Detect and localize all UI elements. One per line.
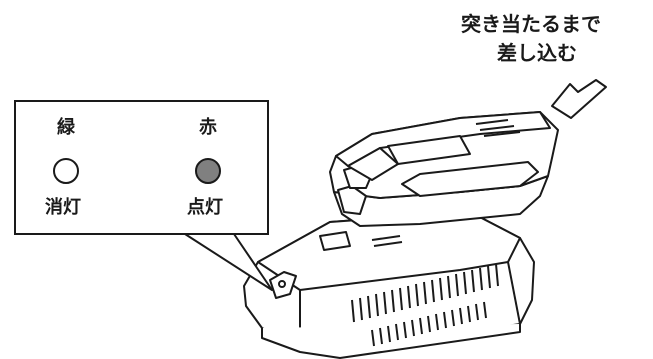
red-lamp-icon bbox=[195, 158, 221, 184]
callout-leader bbox=[184, 233, 273, 291]
charger-vents bbox=[351, 263, 499, 347]
red-color-label: 赤 bbox=[199, 117, 217, 138]
red-state-label: 点灯 bbox=[187, 197, 223, 218]
green-state-label: 消灯 bbox=[45, 197, 81, 218]
green-color-label: 緑 bbox=[57, 117, 75, 138]
instruction-line-2: 差し込む bbox=[497, 41, 577, 65]
insert-arrow-icon bbox=[551, 79, 607, 119]
green-lamp-icon bbox=[53, 158, 79, 184]
battery-pack bbox=[329, 111, 559, 227]
instruction-line-1: 突き当たるまで bbox=[461, 12, 601, 36]
